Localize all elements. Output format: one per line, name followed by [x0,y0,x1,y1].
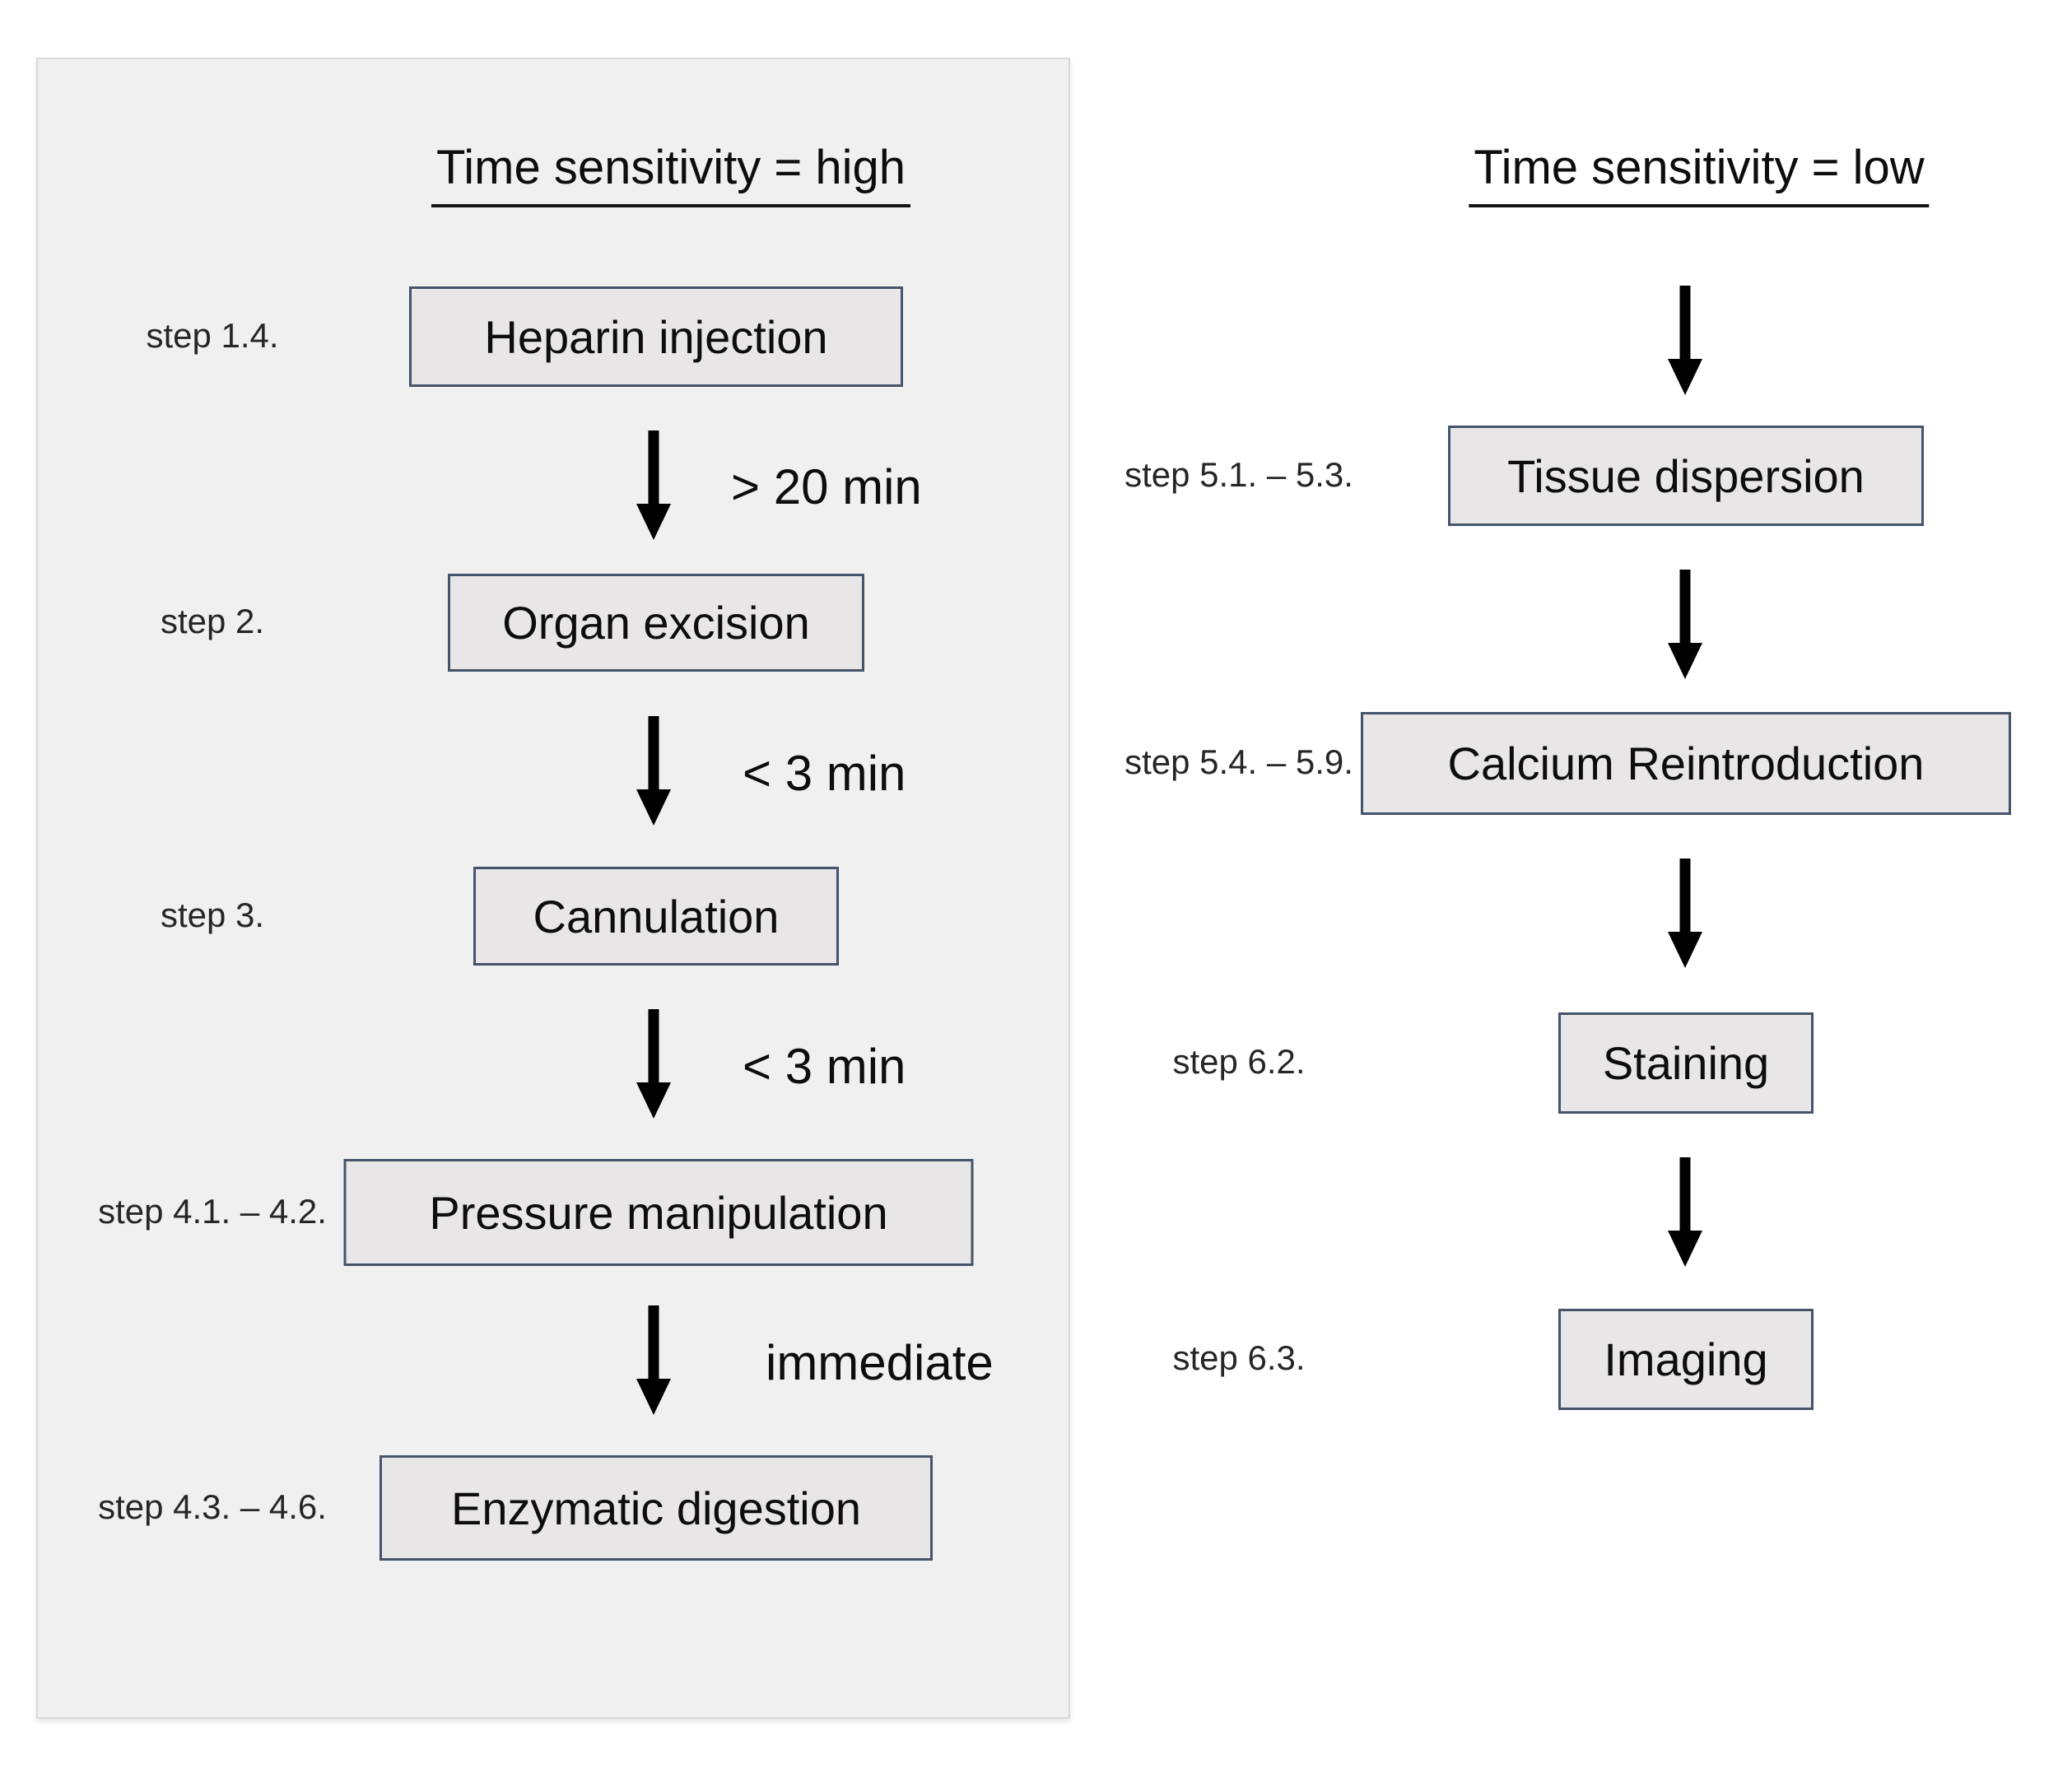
flow-box-enzymatic-digestion: Enzymatic digestion [379,1455,933,1561]
step-label-2: step 2. [160,602,265,640]
step-label-4-1-4-2: step 4.1. – 4.2. [98,1192,327,1231]
arrow-duration-label: > 20 min [731,459,922,514]
arrow-down-icon [636,1305,672,1415]
arrow-duration-label: < 3 min [743,746,906,801]
step-label-4-3-4-6: step 4.3. – 4.6. [98,1487,327,1526]
step-label-3: step 3. [160,896,265,934]
column-title-high: Time sensitivity = high [431,138,911,207]
arrow-head [1668,932,1702,968]
arrow-stem [1679,1157,1691,1234]
arrow-head [636,789,671,826]
flow-box-staining: Staining [1558,1012,1814,1114]
step-label-6-2: step 6.2. [1172,1042,1306,1081]
arrow-duration-label: < 3 min [743,1039,906,1094]
arrow-head [1668,359,1702,395]
column-title-low: Time sensitivity = low [1469,138,1930,207]
arrow-down-icon [1667,859,1703,968]
step-label-5-1-5-3: step 5.1. – 5.3. [1124,455,1353,494]
flow-box-calcium-reintroduction: Calcium Reintroduction [1361,712,2011,815]
flow-box-cannulation: Cannulation [473,867,839,966]
arrow-stem [1679,859,1691,935]
arrow-down-icon [636,1009,672,1119]
arrow-stem [648,1305,659,1382]
step-label-5-4-5-9: step 5.4. – 5.9. [1124,742,1353,781]
arrow-head [636,1082,671,1119]
arrow-stem [648,1009,659,1086]
arrow-stem [1679,286,1691,362]
arrow-head [636,504,671,540]
flow-box-imaging: Imaging [1558,1309,1814,1410]
flow-box-tissue-dispersion: Tissue dispersion [1448,426,1924,526]
flow-box-organ-excision: Organ excision [448,574,864,672]
arrow-head [1668,643,1702,679]
arrow-stem [1679,570,1691,646]
arrow-down-icon [1667,286,1703,395]
arrow-down-icon [636,716,672,826]
arrow-head [1668,1231,1702,1267]
arrow-down-icon [1667,1157,1703,1267]
arrow-stem [648,716,659,793]
flow-box-pressure-manipulation: Pressure manipulation [343,1159,974,1266]
step-label-1-4: step 1.4. [146,316,279,355]
step-label-6-3: step 6.3. [1172,1338,1306,1377]
arrow-stem [648,430,659,507]
arrow-head [636,1379,671,1415]
arrow-down-icon [636,430,672,540]
arrow-down-icon [1667,570,1703,679]
flow-box-heparin-injection: Heparin injection [409,286,903,387]
arrow-duration-label: immediate [766,1335,994,1390]
